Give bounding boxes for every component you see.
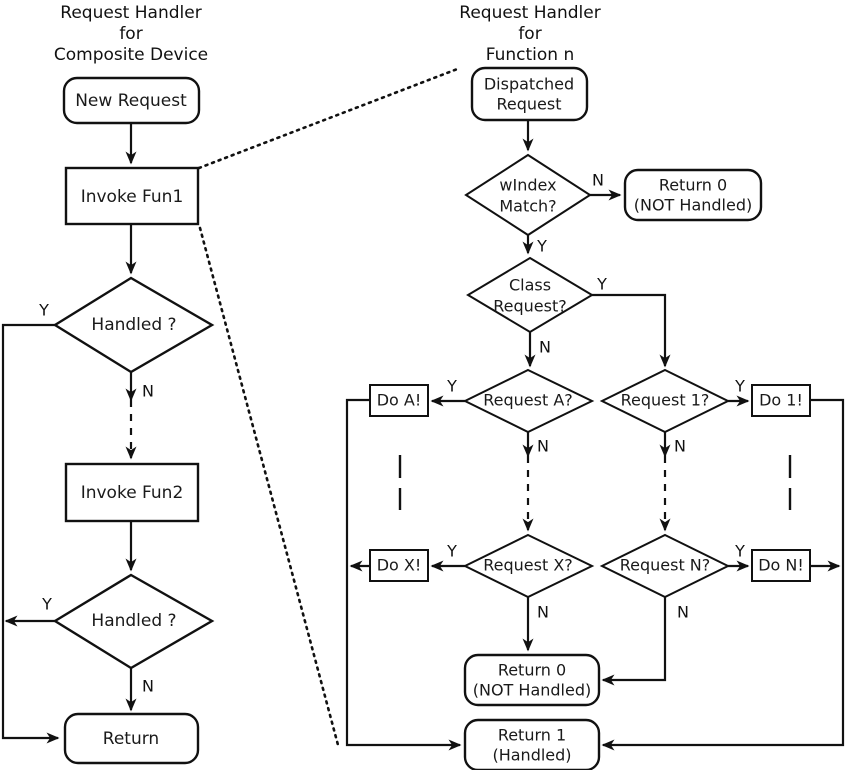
node-do-x-label: Do X! [377,556,422,575]
node-return[interactable]: Return [63,712,200,765]
title-left-line1: Request Handler [60,3,201,23]
edge-class-yes [592,293,671,368]
label-reqn-yes: Y [734,542,745,561]
label-class-no: N [539,338,551,357]
label-reqn-no: N [677,603,689,622]
title-left: Request Handler for Composite Device [54,3,208,65]
edge-reqn-no-to-return0 [601,597,667,686]
node-return1-bottom-line1: Return 1 [498,726,566,745]
node-do-n[interactable]: Do N! [751,549,811,582]
node-handled-1-label: Handled ? [91,315,176,335]
node-do-1[interactable]: Do 1! [751,384,811,417]
node-handled-1[interactable]: Handled ? [52,276,215,374]
node-request-a[interactable]: Request A? [462,368,595,434]
node-invoke-fun2-label: Invoke Fun2 [81,483,184,503]
node-return1-bottom[interactable]: Return 1 (Handled) [463,718,601,770]
node-dispatched-request[interactable]: Dispatched Request [470,66,589,122]
edge-do1-rail-to-return1 [601,398,845,751]
node-do-n-label: Do N! [758,556,804,575]
label-handled2-no: N [142,677,154,696]
label-reqa-yes: Y [446,377,457,396]
label-windex-no: N [592,171,604,190]
node-new-request-label: New Request [75,91,187,111]
node-do-1-label: Do 1! [759,391,803,410]
node-do-x[interactable]: Do X! [369,549,429,582]
node-request-a-label: Request A? [483,391,573,410]
edge-doa-rail-to-return1 [345,398,462,751]
callout-line-bottom [198,226,340,747]
node-request-1-label: Request 1? [621,391,710,410]
label-reqx-no: N [537,603,549,622]
node-class-request-line2: Request? [493,297,566,316]
node-dispatched-request-line1: Dispatched [484,75,574,94]
label-class-yes: Y [596,275,607,294]
label-handled2-yes: Y [41,595,52,614]
title-left-line2: for [119,24,142,44]
title-left-line3: Composite Device [54,45,208,65]
node-invoke-fun1[interactable]: Invoke Fun1 [64,166,200,226]
title-right-line2: for [518,24,541,44]
callout-line-top [197,66,462,170]
node-return0-top-line1: Return 0 [659,176,727,195]
node-request-x[interactable]: Request X? [462,533,595,599]
node-return0-bottom[interactable]: Return 0 (NOT Handled) [463,653,601,707]
node-return1-bottom-line2: (Handled) [492,746,571,765]
title-right-line1: Request Handler [459,3,600,23]
node-class-request-line1: Class [509,276,551,295]
node-dispatched-request-line2: Request [497,95,562,114]
node-handled-2-label: Handled ? [91,611,176,631]
node-new-request[interactable]: New Request [62,76,201,125]
edge-handled1-yes-rail [1,323,60,744]
node-windex-match[interactable]: wIndex Match? [464,153,592,237]
node-request-n-label: Request N? [620,556,711,575]
label-windex-yes: Y [536,237,547,256]
label-reqx-yes: Y [446,542,457,561]
node-return0-top[interactable]: Return 0 (NOT Handled) [623,168,763,222]
label-req1-no: N [674,437,686,456]
node-return0-bottom-line2: (NOT Handled) [473,681,591,700]
title-right: Request Handler for Function n [459,3,600,65]
label-req1-yes: Y [734,377,745,396]
node-request-1[interactable]: Request 1? [599,368,731,434]
node-do-a[interactable]: Do A! [369,384,429,417]
node-return-label: Return [103,729,159,749]
node-return0-bottom-line1: Return 0 [498,661,566,680]
label-reqa-no: N [537,437,549,456]
node-request-n[interactable]: Request N? [599,533,731,599]
node-handled-2[interactable]: Handled ? [52,573,215,670]
label-handled1-no: N [142,382,154,401]
node-windex-match-line1: wIndex [499,176,556,195]
node-do-a-label: Do A! [377,391,422,410]
node-request-x-label: Request X? [483,556,573,575]
node-return0-top-line2: (NOT Handled) [634,196,752,215]
node-windex-match-line2: Match? [499,197,556,216]
node-class-request[interactable]: Class Request? [466,256,594,334]
node-invoke-fun1-label: Invoke Fun1 [81,187,184,207]
label-handled1-yes: Y [38,301,49,320]
title-right-line3: Function n [486,45,575,65]
node-invoke-fun2[interactable]: Invoke Fun2 [64,462,200,523]
